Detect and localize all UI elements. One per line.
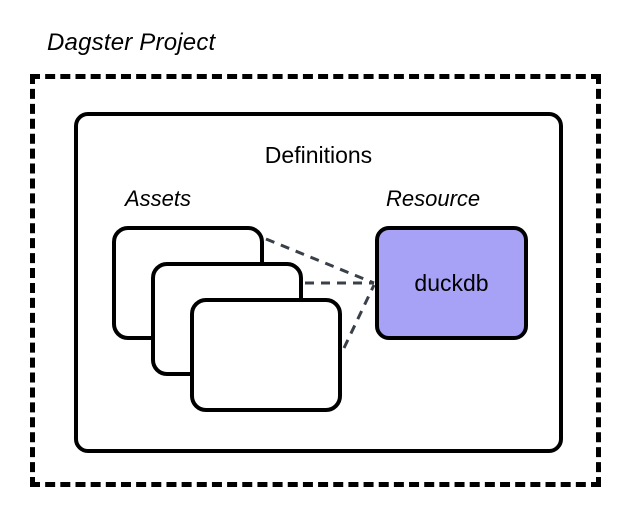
project-boundary xyxy=(30,74,601,487)
resource-node-duckdb[interactable]: duckdb xyxy=(375,226,528,340)
asset-card[interactable] xyxy=(190,298,342,412)
assets-group-label: Assets xyxy=(125,186,192,211)
project-title: Dagster Project xyxy=(47,29,216,56)
resource-group-label: Resource xyxy=(386,186,481,211)
resource-node-label: duckdb xyxy=(414,269,489,296)
definitions-label: Definitions xyxy=(264,142,373,168)
